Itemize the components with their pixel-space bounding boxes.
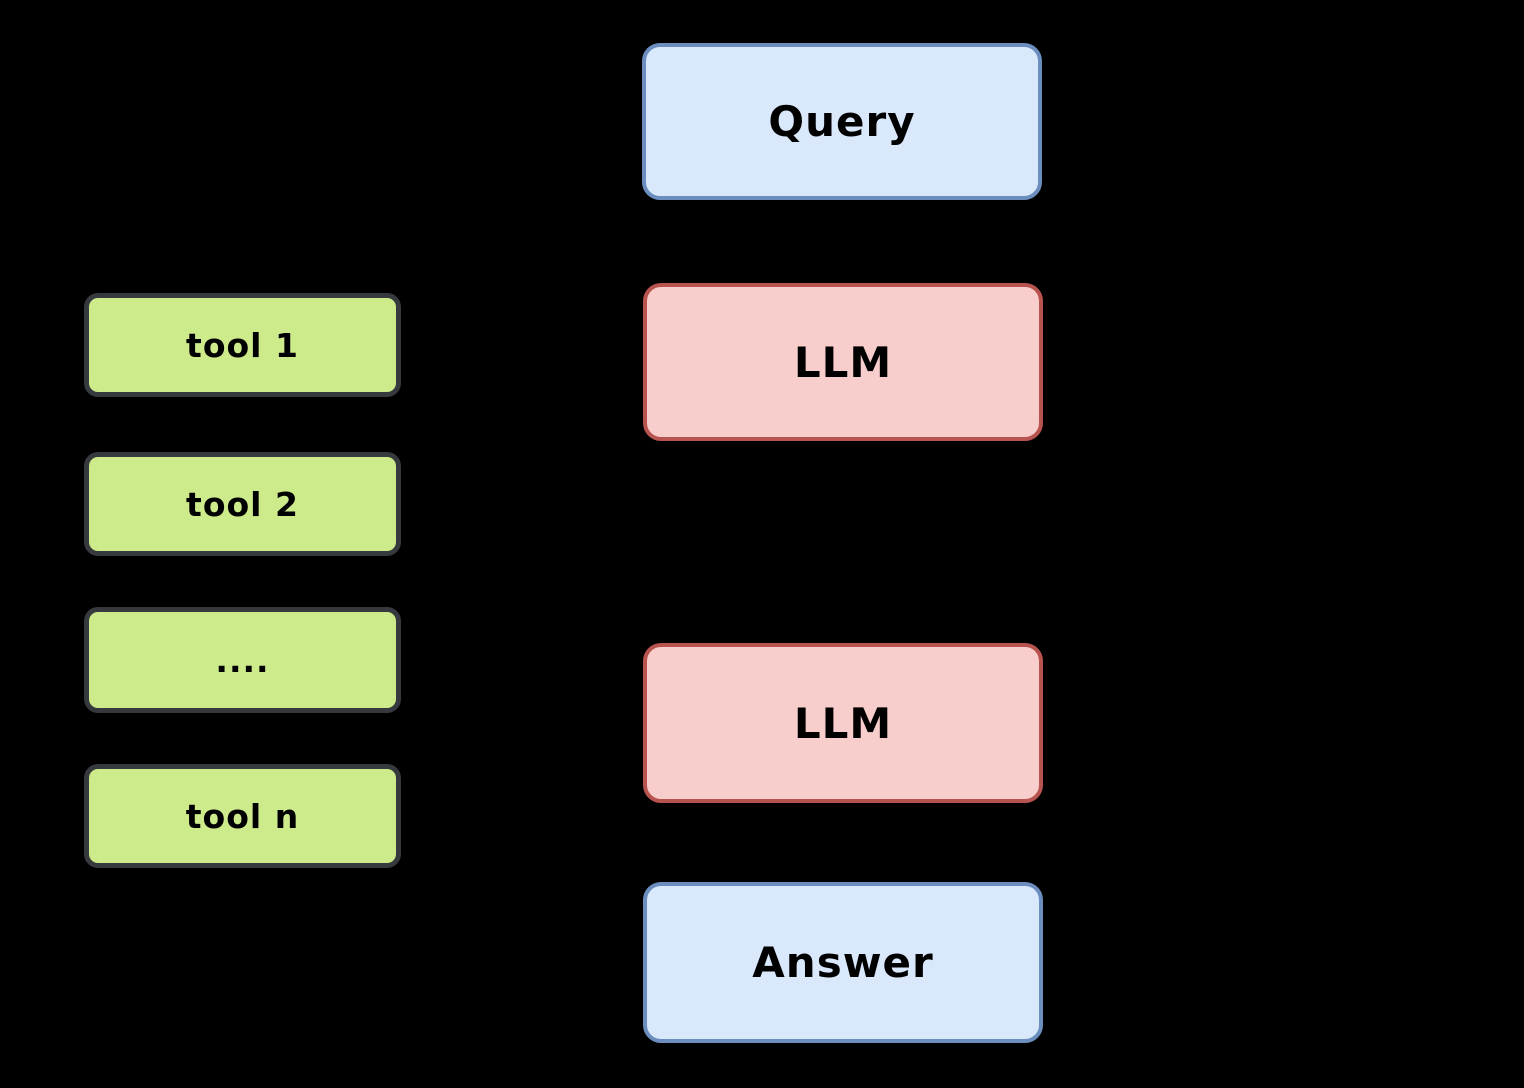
llm-bottom-node: LLM [643,643,1043,803]
tool-n-node: tool n [84,764,401,868]
llm-top-label: LLM [793,337,893,387]
tool-2-label: tool 2 [186,484,299,524]
llm-top-node: LLM [643,283,1043,441]
answer-label: Answer [752,938,934,987]
query-node: Query [642,43,1042,200]
query-label: Query [768,97,916,146]
tool-ellipsis-label: .... [215,640,270,680]
answer-node: Answer [643,882,1043,1043]
tool-1-label: tool 1 [186,325,299,365]
llm-bottom-label: LLM [793,698,893,748]
tool-ellipsis-node: .... [84,607,401,713]
tool-2-node: tool 2 [84,452,401,556]
tool-n-label: tool n [185,796,300,836]
tool-1-node: tool 1 [84,293,401,397]
